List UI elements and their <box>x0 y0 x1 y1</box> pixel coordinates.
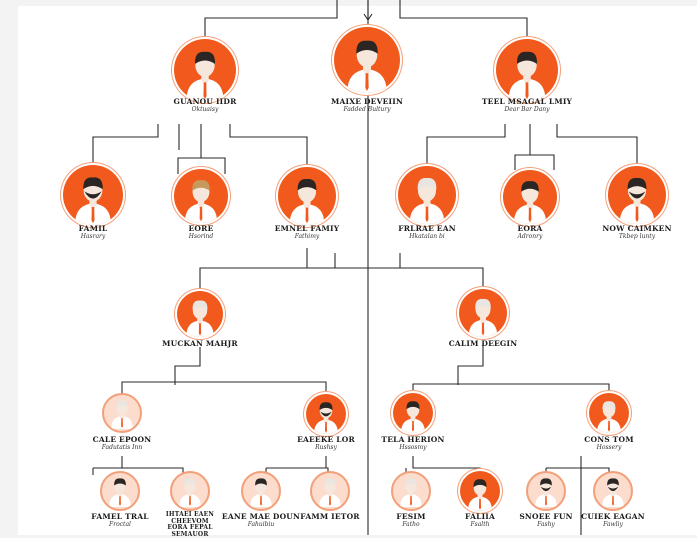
person-name: NOW CAIMKEN <box>602 224 672 233</box>
person-icon <box>503 170 557 224</box>
person-label: MUCKAN MAHJR <box>162 339 238 348</box>
person-name: EAEEKE LOR <box>297 435 355 444</box>
lower-right-branch <box>412 343 610 396</box>
person-icon <box>102 393 142 433</box>
person-name: CALIM DEEGIN <box>448 339 518 348</box>
person-icon <box>174 169 228 223</box>
person-icon <box>459 289 507 337</box>
person-icon <box>170 471 210 511</box>
person-name: MUCKAN MAHJR <box>162 339 238 348</box>
person-name: EORA <box>517 224 543 233</box>
person-role: Hasrary <box>80 233 106 240</box>
person-name: FAMEL TRAL <box>91 512 149 521</box>
person-icon <box>496 39 558 101</box>
person-icon <box>278 167 336 225</box>
lower-left-branch <box>121 347 327 396</box>
bearded-person-icon <box>63 165 123 225</box>
arrow-head <box>363 13 373 21</box>
person-role: Dear Bar Dany <box>504 106 550 113</box>
person-icon <box>589 393 629 433</box>
bearded-person-icon <box>306 394 346 434</box>
lower-left-children <box>92 456 329 475</box>
person-name: TELA HERION <box>381 435 445 444</box>
person-icon <box>398 166 456 224</box>
bearded-person-icon <box>593 471 633 511</box>
person-icon <box>174 39 236 101</box>
person-icon <box>177 291 223 337</box>
person-role: Oktuaisy <box>191 106 219 113</box>
person-role: Froctal <box>109 521 131 528</box>
middle-connector <box>199 248 484 294</box>
person-name: MAIXE DEVEIIN <box>330 97 404 106</box>
person-role: Hsorind <box>188 233 214 240</box>
top-right-connector <box>399 0 528 40</box>
person-icon <box>241 471 281 511</box>
bearded-person-icon <box>526 471 566 511</box>
top-left-connector <box>204 0 338 40</box>
person-label: FAMM IETOR <box>300 512 360 521</box>
person-icon <box>393 393 433 433</box>
person-label: IHTAEI EAEN CHEEVOM EORA FEPAL SEMAUOR <box>164 511 216 538</box>
person-name: TEEL MSAGAL LMIY <box>481 97 573 106</box>
person-name: IHTAEI EAEN CHEEVOM EORA FEPAL SEMAUOR <box>165 511 215 538</box>
person-name: CONS TOM <box>584 435 634 444</box>
person-name: FALIIA <box>464 512 496 521</box>
person-icon <box>100 471 140 511</box>
person-role: Fathimy <box>294 233 320 240</box>
person-name: FRLRAE EAN <box>398 224 456 233</box>
person-role: Fadutatis Inn <box>101 444 143 451</box>
person-role: Fadded Bultury <box>343 106 391 113</box>
person-name: FESIM <box>396 512 426 521</box>
person-role: Fahuibiu <box>247 521 275 528</box>
person-name: SNOEE FUN <box>519 512 573 521</box>
bearded-person-icon <box>608 166 666 224</box>
person-icon <box>334 27 400 93</box>
person-name: CUIEK EAGAN <box>581 512 645 521</box>
left-branch <box>92 124 308 174</box>
person-role: Fatho <box>402 521 420 528</box>
person-role: Fsalth <box>470 521 490 528</box>
lower-right-children <box>405 456 610 535</box>
person-name: CALE EPOON <box>92 435 152 444</box>
person-icon <box>391 471 431 511</box>
person-label: CALIM DEEGIN <box>449 339 518 348</box>
person-name: FAMIL <box>78 224 108 233</box>
person-role: Hssosmy <box>399 444 427 451</box>
person-name: GUANOU IIDR <box>173 97 237 106</box>
person-name: FAMM IETOR <box>300 512 360 521</box>
person-name: EMNEL FAMIY <box>274 224 340 233</box>
person-role: Fawliy <box>603 521 623 528</box>
person-role: Hkatalan bi <box>409 233 445 240</box>
person-icon <box>310 471 350 511</box>
person-role: Hossery <box>596 444 622 451</box>
person-role: Fashy <box>537 521 555 528</box>
person-name: EORE <box>188 224 214 233</box>
person-role: Tkbep lunty <box>618 233 656 240</box>
right-branch <box>426 124 638 170</box>
person-icon <box>460 471 500 511</box>
person-role: Adronry <box>517 233 543 240</box>
person-name: EANE MAE DOUN <box>221 512 301 521</box>
org-chart-canvas <box>18 6 697 535</box>
person-role: Rushsy <box>315 444 337 451</box>
